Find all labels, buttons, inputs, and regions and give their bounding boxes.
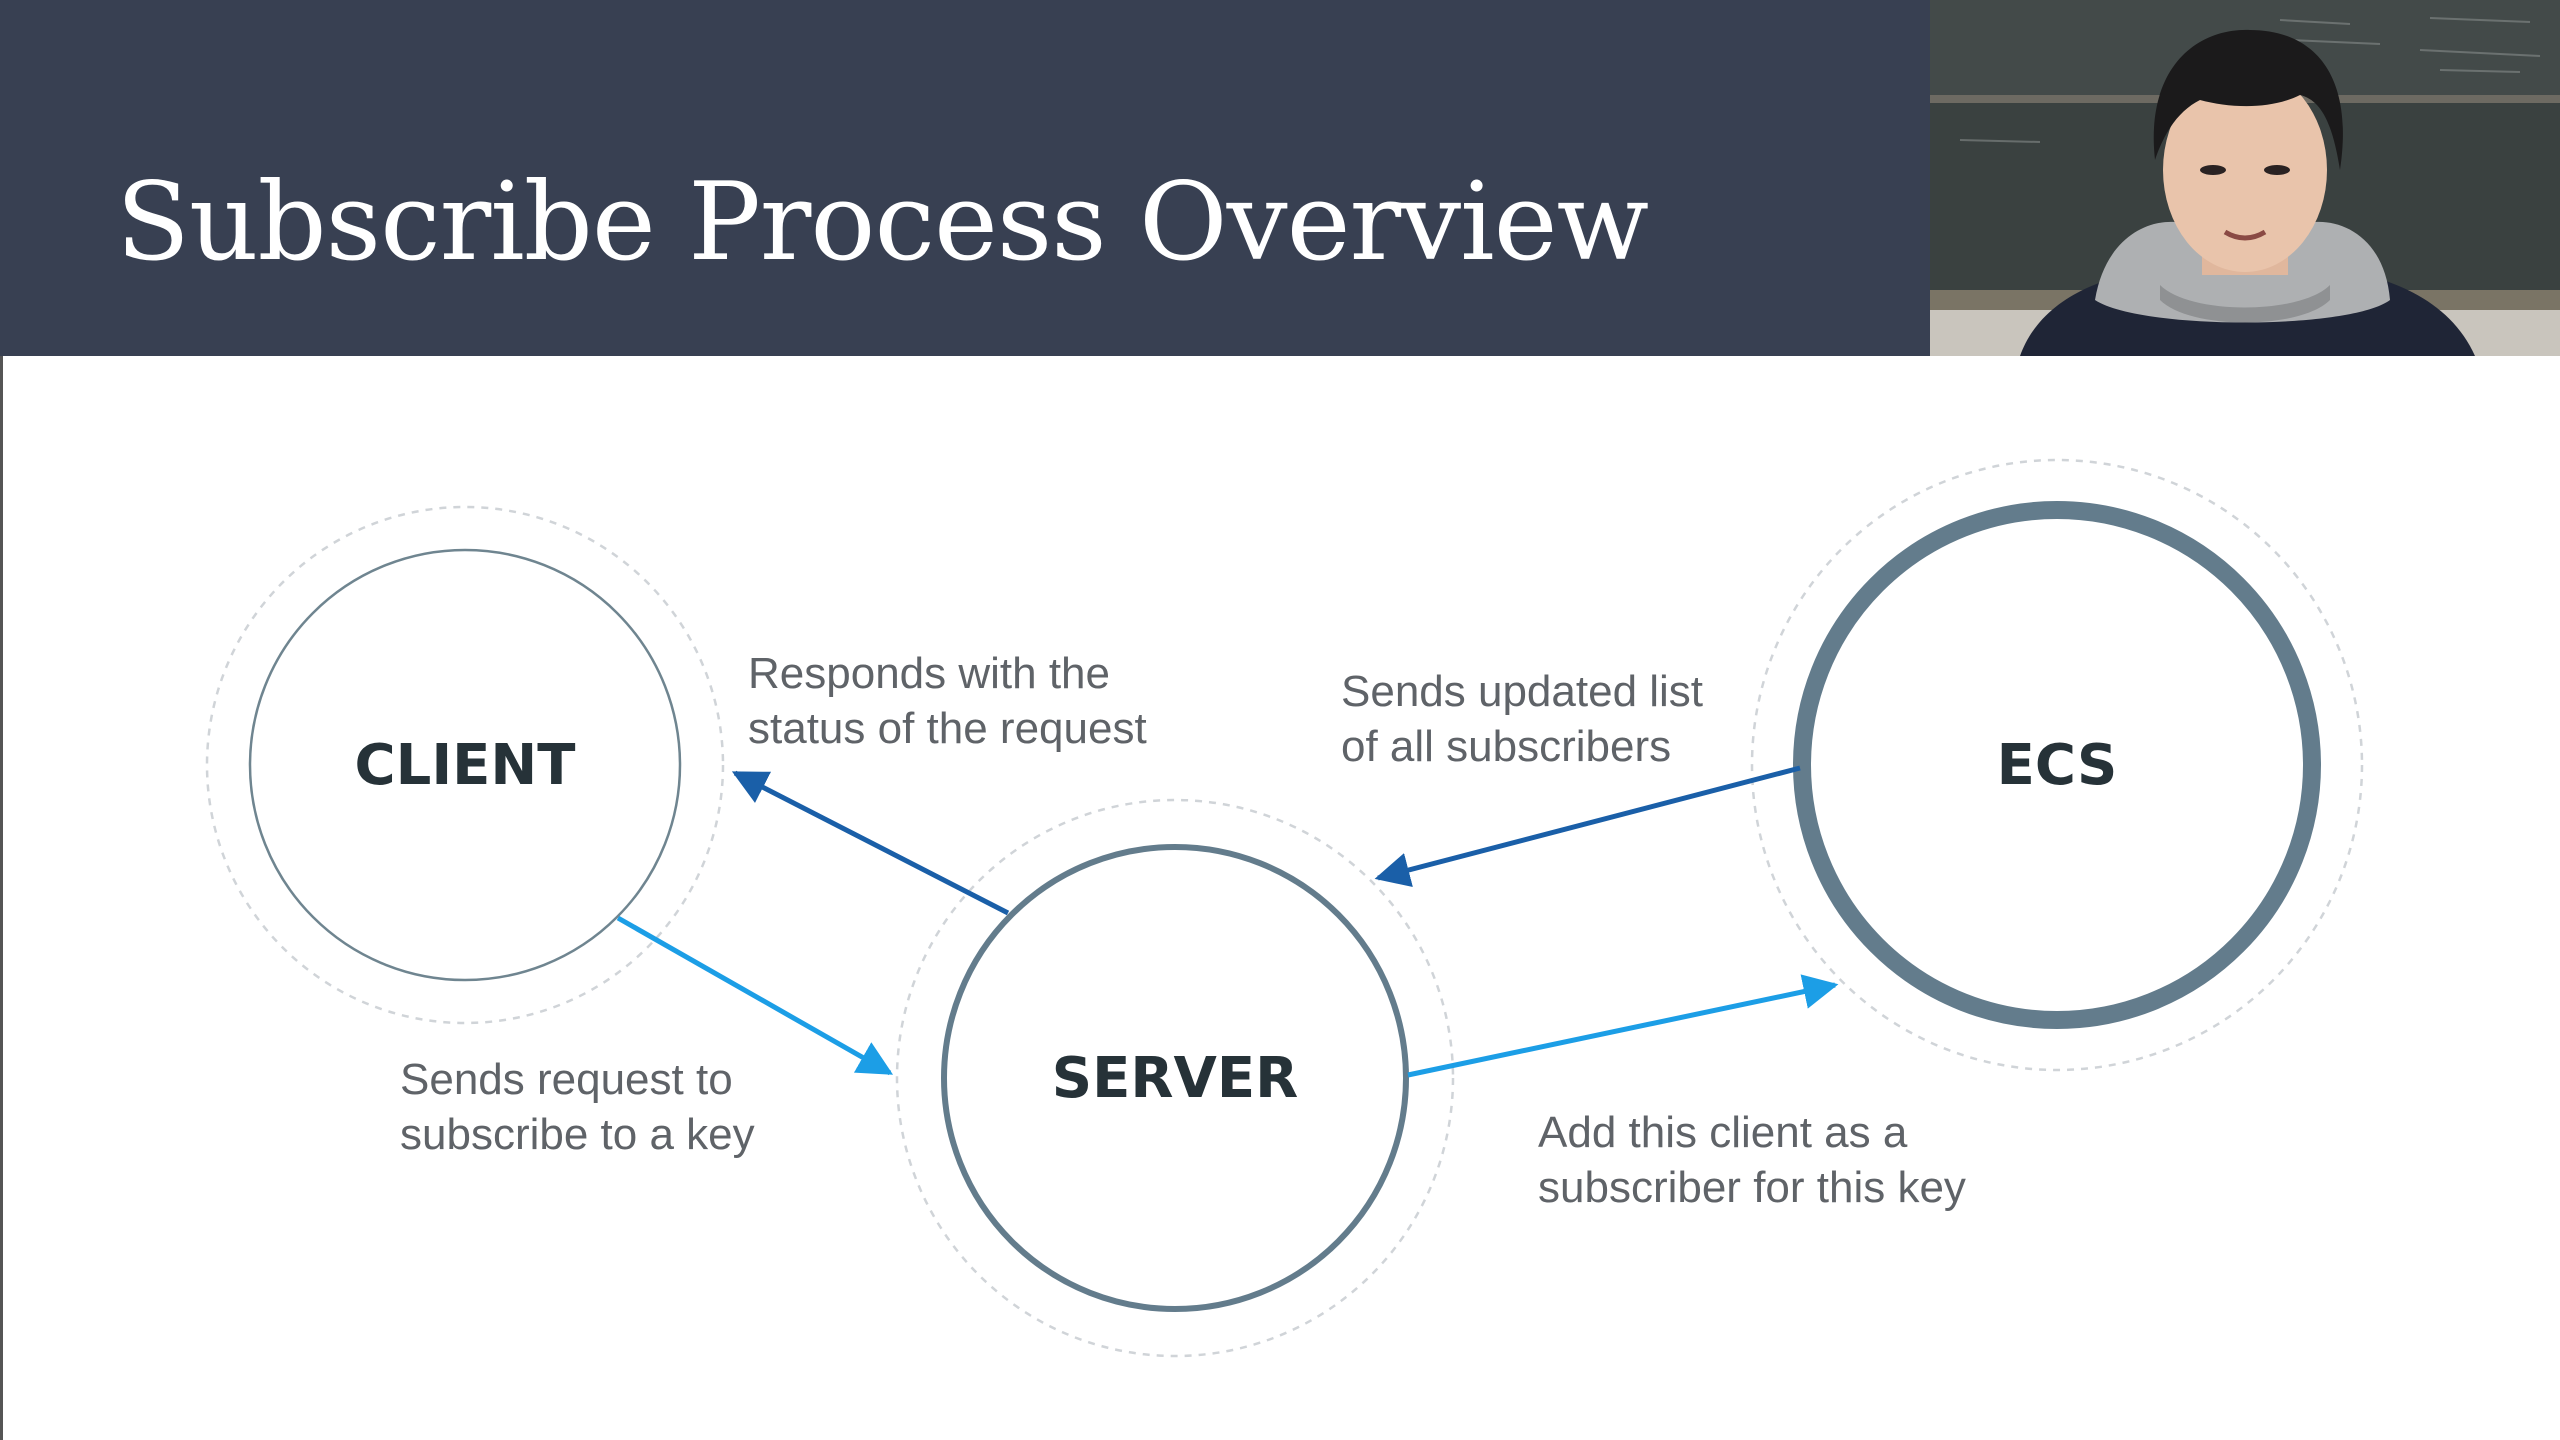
arrow-server-to-client	[731, 770, 1010, 916]
label-server-to-client-line1: Responds with the	[748, 649, 1110, 698]
label-server-to-ecs-line2: subscriber for this key	[1538, 1163, 1966, 1212]
slide-header: Subscribe Process Overview	[0, 0, 1930, 356]
label-server-to-client-line2: status of the request	[748, 704, 1147, 753]
label-client-to-server-line2: subscribe to a key	[400, 1110, 755, 1159]
webcam-presenter-image	[1930, 0, 2560, 356]
server-node: SERVER	[895, 798, 1455, 1358]
label-ecs-to-server-line2: of all subscribers	[1341, 722, 1671, 771]
slide-left-border	[0, 356, 3, 1440]
arrow-server-to-ecs	[1407, 974, 1839, 1078]
server-label: SERVER	[1052, 1046, 1298, 1111]
client-node: CLIENT	[205, 505, 725, 1025]
ecs-node: ECS	[1750, 458, 2364, 1072]
webcam-video	[1930, 0, 2560, 356]
arrow-ecs-to-server	[1374, 765, 1801, 887]
server-halo	[895, 798, 1455, 1358]
client-label: CLIENT	[355, 733, 576, 798]
server-circle	[941, 844, 1409, 1312]
label-ecs-to-server-line1: Sends updated list	[1341, 667, 1703, 716]
slide-title: Subscribe Process Overview	[116, 160, 1649, 285]
client-halo	[205, 505, 725, 1025]
arrow-client-to-server	[616, 915, 894, 1076]
label-server-to-client: Responds with the status of the request	[748, 649, 1147, 753]
client-circle	[248, 548, 682, 982]
label-client-to-server-line1: Sends request to	[400, 1055, 733, 1104]
ecs-circle	[1793, 501, 2321, 1029]
ecs-label: ECS	[1997, 733, 2118, 798]
label-server-to-ecs: Add this client as a subscriber for this…	[1538, 1108, 1966, 1212]
label-server-to-ecs-line1: Add this client as a	[1538, 1108, 1908, 1157]
label-client-to-server: Sends request to subscribe to a key	[400, 1055, 755, 1159]
label-ecs-to-server: Sends updated list of all subscribers	[1341, 667, 1703, 771]
ecs-halo	[1750, 458, 2364, 1072]
